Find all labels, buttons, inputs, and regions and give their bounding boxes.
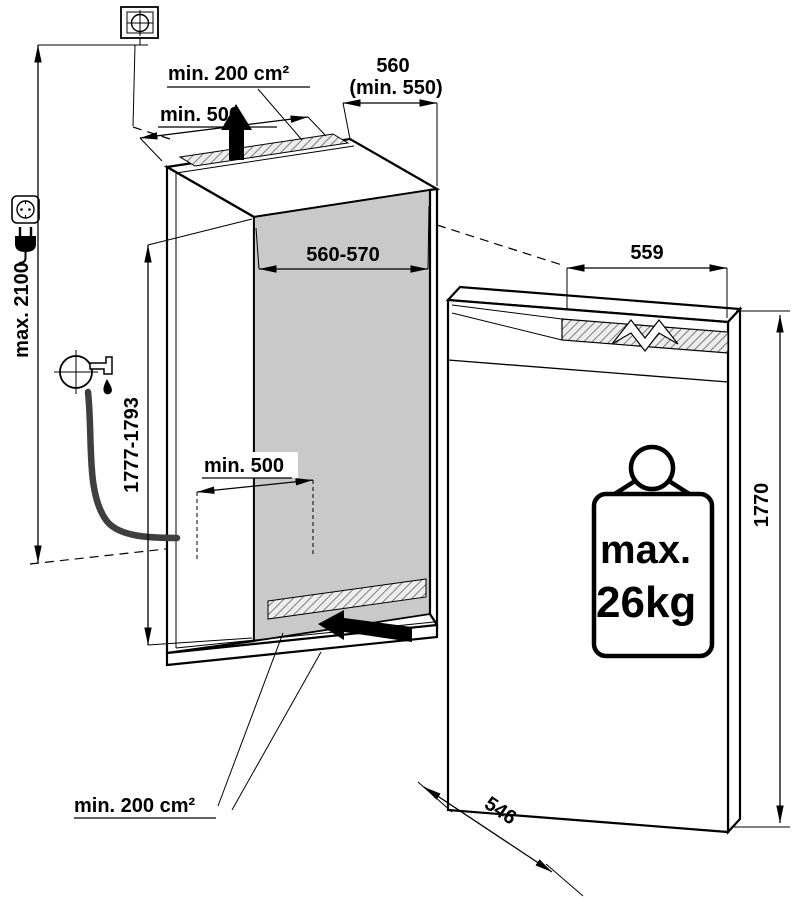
dim-niche-height: 1777-1793 [121, 218, 253, 646]
niche-right-edge [428, 187, 439, 629]
dim-label-ceiling-height: max. 2100 [11, 262, 33, 358]
appliance-vent-grille [561, 318, 729, 354]
dim-label-appliance-height: 1770 [751, 483, 773, 528]
niche [163, 104, 441, 667]
dashed-line [436, 224, 566, 267]
dim-front-clearance: min. 500 [196, 452, 314, 562]
dim-top-vent-area: min. 200 cm² [167, 63, 310, 141]
dim-label-bottom-vent-area: min. 200 cm² [74, 795, 196, 817]
dim-label-niche-depth: 560 [376, 55, 409, 77]
power-outlet-icon [11, 195, 40, 224]
dim-label-top-vent-area: min. 200 cm² [168, 63, 290, 85]
weight-label-kg: 26kg [596, 578, 696, 627]
dim-ceiling-height: max. 2100 [11, 45, 42, 563]
dim-label-niche-width: 560-570 [306, 244, 379, 266]
grille-zigzag [611, 319, 679, 352]
dim-label-niche-depth-min: (min. 550) [349, 77, 442, 99]
weight-icon: max. 26kg [591, 444, 715, 659]
appliance-right-edge [726, 306, 742, 835]
water-drop-icon [103, 379, 112, 395]
dim-bottom-vent-area: min. 200 cm² [74, 632, 322, 819]
dim-label-niche-height: 1777-1793 [121, 397, 143, 493]
dim-label-top-clearance: min. 500 [160, 104, 240, 126]
ceiling-bracket-icon [120, 6, 159, 39]
niche-left-wall [165, 165, 256, 655]
dim-niche-depth: 560 (min. 550) [342, 55, 443, 186]
door-seam [447, 359, 729, 383]
weight-label-max: max. [600, 528, 691, 572]
niche-top-vent-strip [178, 133, 350, 167]
niche-bottom-vent-strip [267, 578, 427, 620]
water-tap-icon [54, 350, 113, 395]
dim-appliance-width: 559 [566, 242, 728, 318]
appliance: max. 26kg [445, 285, 743, 835]
dim-top-clearance: min. 500 [139, 104, 327, 162]
power-plug-icon [15, 227, 36, 264]
dim-label-front-clearance: min. 500 [204, 455, 284, 477]
dashed-line [29, 518, 438, 565]
dim-label-appliance-width: 559 [630, 242, 663, 264]
extension-line [132, 44, 136, 127]
dim-niche-width: 560-570 [255, 205, 430, 273]
dim-appliance-height: 1770 [734, 310, 790, 828]
airflow-bottom-arrow-icon [318, 610, 412, 642]
appliance-front-face [446, 298, 730, 834]
